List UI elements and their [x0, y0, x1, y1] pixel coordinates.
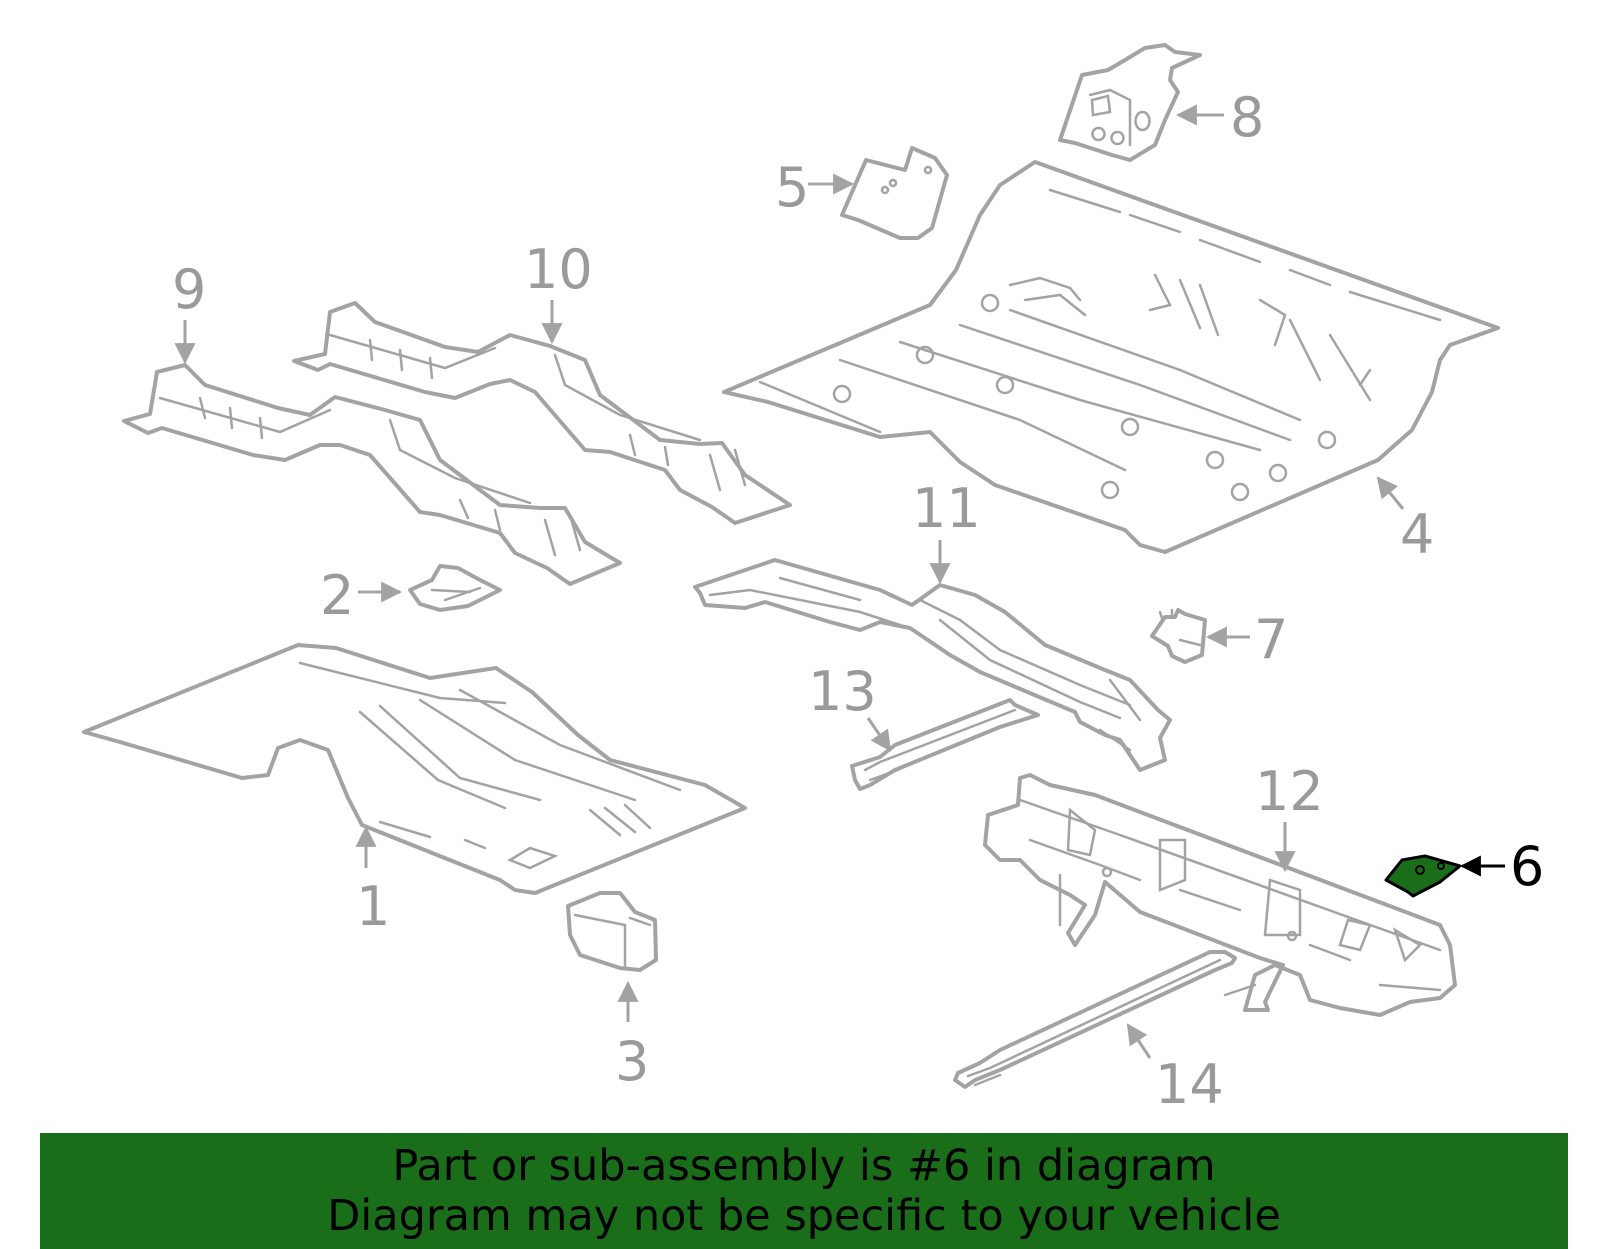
callout-3: 3	[615, 1030, 649, 1093]
part-2-bracket[interactable]	[408, 564, 502, 612]
part-13-rail[interactable]	[850, 698, 1040, 791]
part-5-plate[interactable]	[840, 146, 949, 240]
part-4-rear-floor-pan[interactable]	[722, 160, 1500, 554]
leader-lines	[174, 104, 1505, 1059]
callout-13: 13	[808, 660, 877, 723]
callout-2: 2	[320, 564, 354, 627]
part-12-crossmember-assembly[interactable]	[983, 773, 1457, 1017]
callout-10: 10	[524, 238, 593, 301]
part-11-center-rail[interactable]	[693, 558, 1172, 772]
callout-1: 1	[356, 875, 390, 938]
callout-6: 6	[1510, 835, 1544, 898]
part-10-sill-rail[interactable]	[292, 301, 792, 525]
part-9-sill-rail[interactable]	[122, 363, 622, 586]
callout-labels: 1 2 3 4 5 6 7 8 9 10 11 12 13 14	[172, 86, 1544, 1116]
callout-5: 5	[775, 156, 809, 219]
callout-14: 14	[1155, 1053, 1224, 1116]
part-7-bracket[interactable]	[1150, 608, 1207, 664]
part-8-bracket-assembly[interactable]	[1058, 43, 1202, 162]
callout-12: 12	[1255, 760, 1324, 823]
part-1-front-floor-pan[interactable]	[82, 643, 747, 895]
part-6-highlighted-bracket[interactable]	[1384, 854, 1462, 898]
callout-9: 9	[172, 258, 206, 321]
callout-11: 11	[912, 477, 981, 540]
banner-line-2: Diagram may not be specific to your vehi…	[327, 1191, 1281, 1241]
callout-8: 8	[1230, 86, 1264, 149]
banner-line-1: Part or sub-assembly is #6 in diagram	[392, 1141, 1216, 1191]
callout-7: 7	[1254, 608, 1288, 671]
part-14-rail[interactable]	[953, 950, 1237, 1089]
info-banner: Part or sub-assembly is #6 in diagram Di…	[40, 1133, 1568, 1249]
part-3-bracket[interactable]	[566, 891, 658, 972]
callout-4: 4	[1400, 503, 1434, 566]
